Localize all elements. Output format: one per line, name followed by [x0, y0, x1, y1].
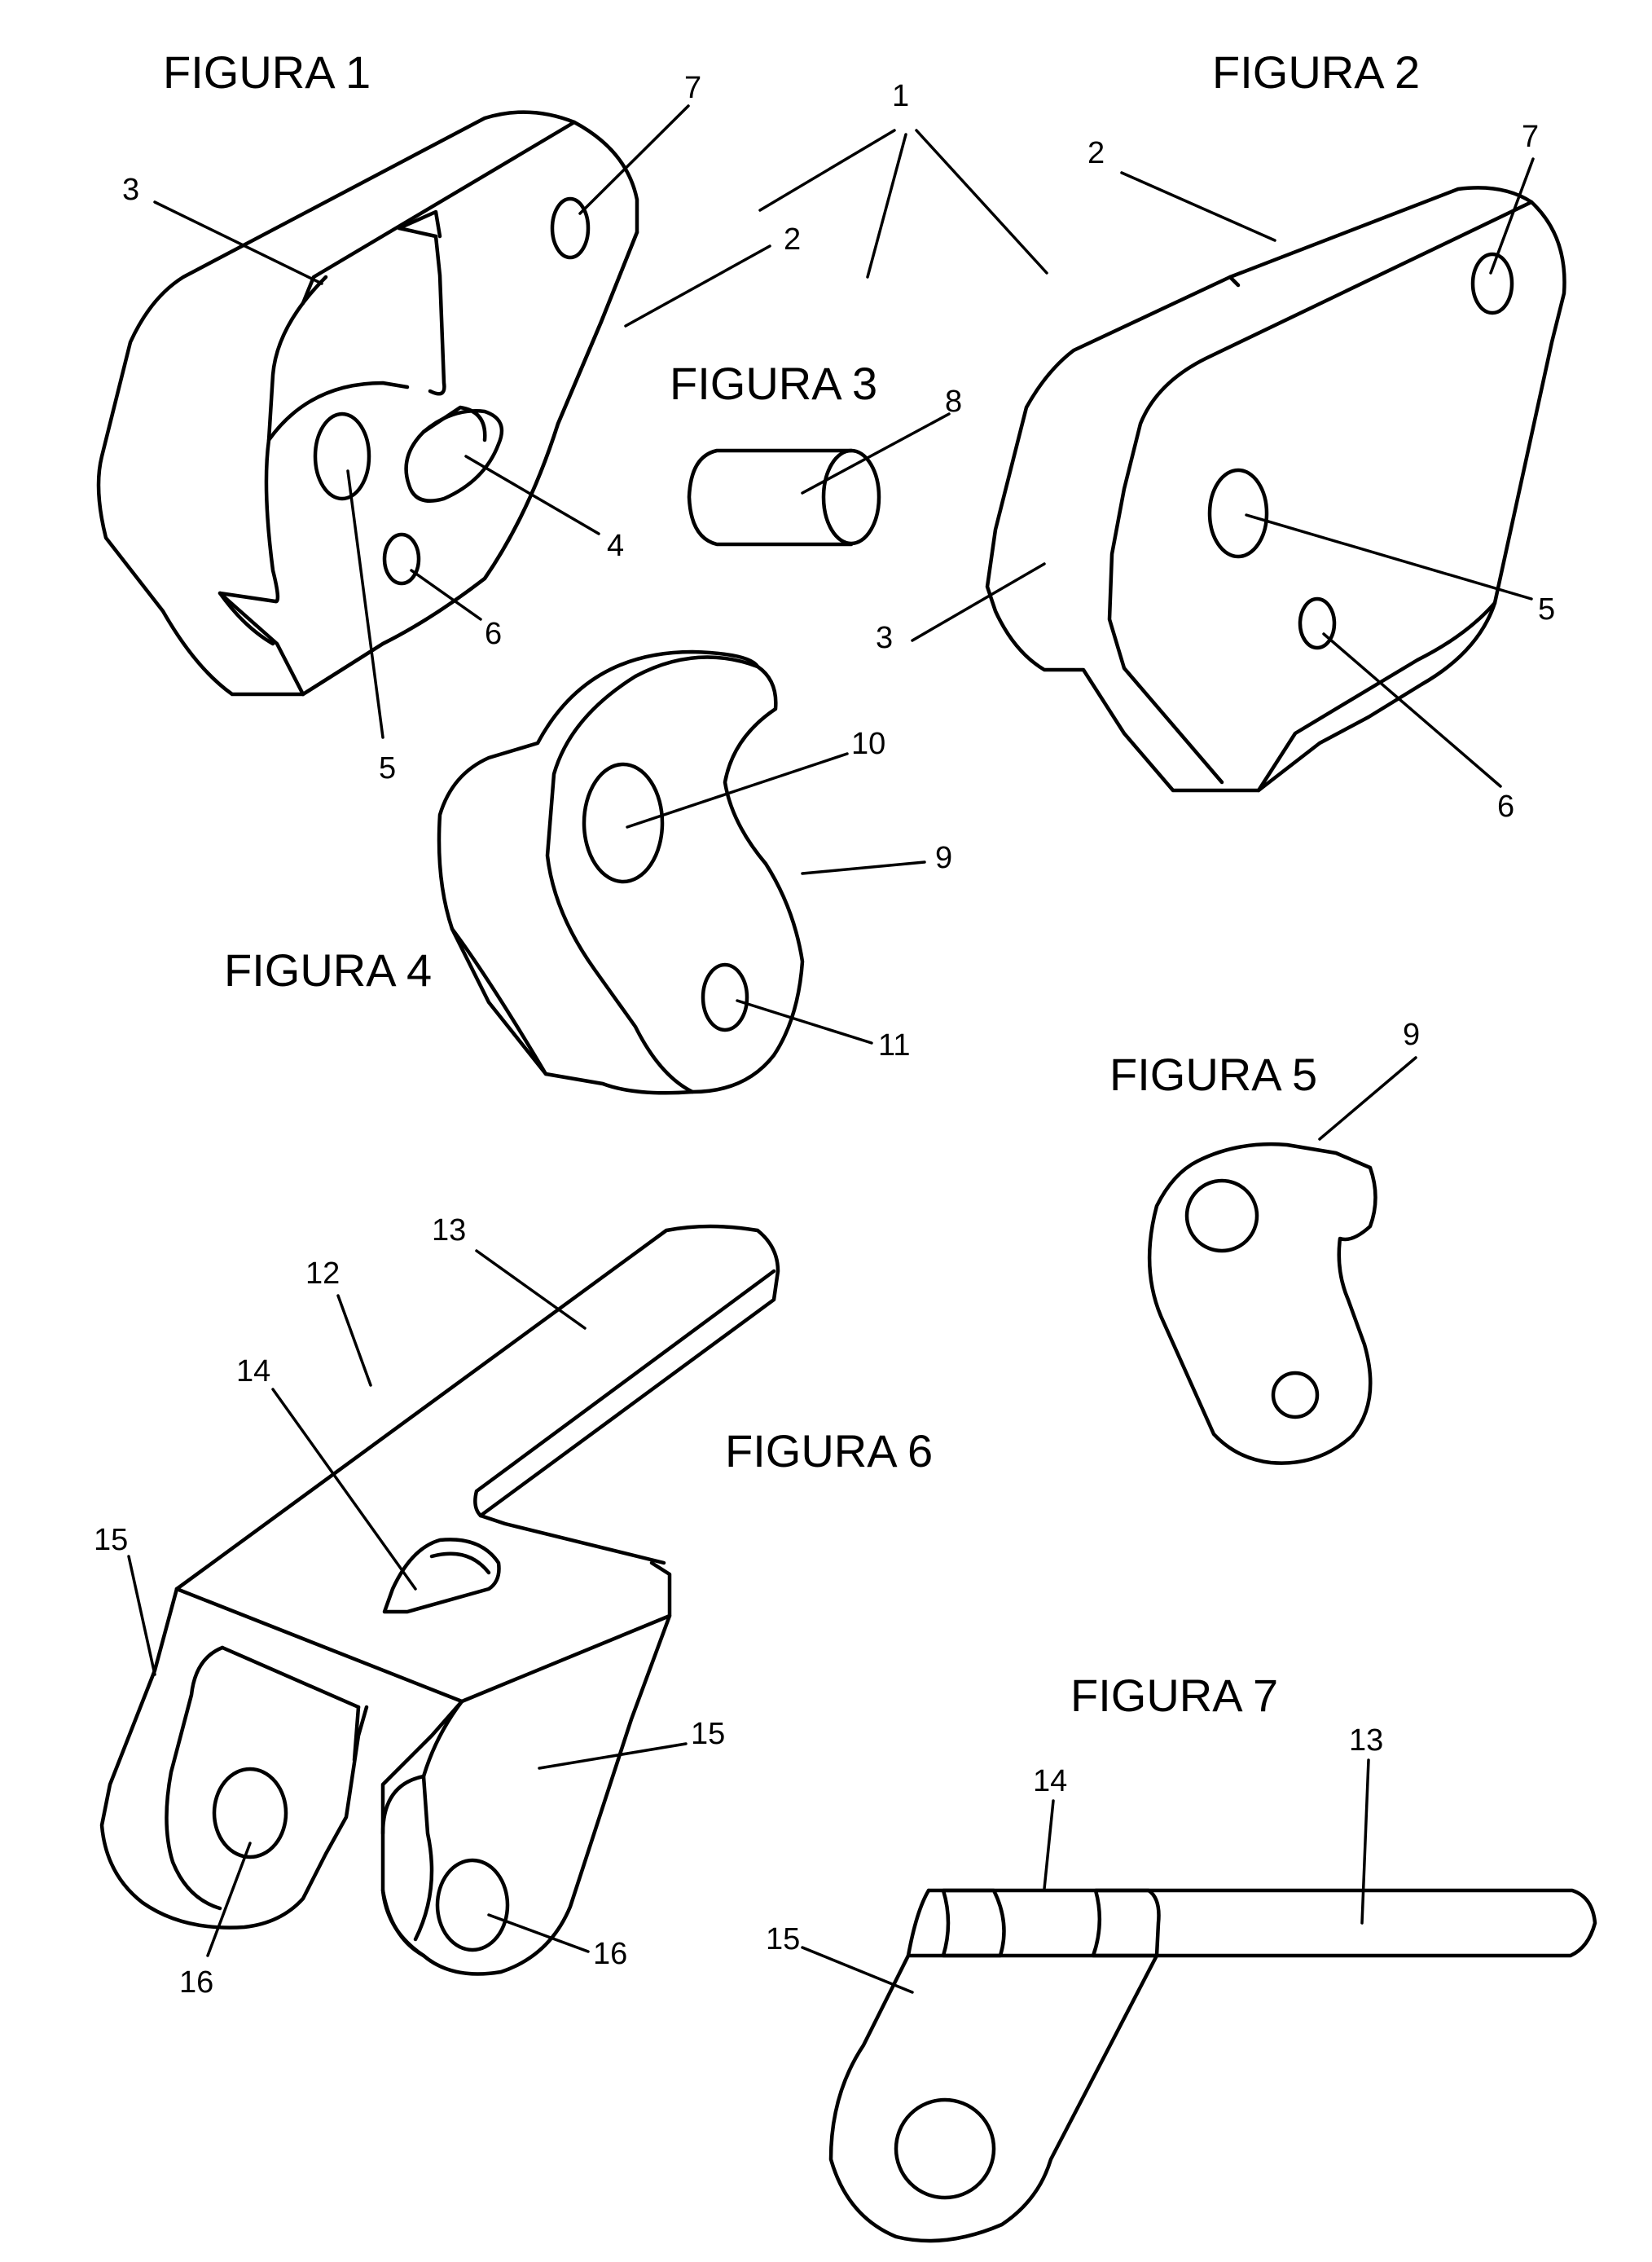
fig6-hole-16-left: [212, 1767, 288, 1859]
ref-5-fig2: 5: [1538, 592, 1555, 627]
ref-3-fig1: 3: [122, 173, 139, 207]
figure-3-drawing: [687, 448, 881, 547]
ref-14-fig6: 14: [236, 1354, 270, 1388]
ref-13-fig6: 13: [432, 1213, 466, 1248]
ref-16-left: 16: [179, 1965, 213, 2000]
ref-15-fig6-right: 15: [691, 1717, 725, 1751]
figure-6-title: FIGURA 6: [725, 1425, 933, 1476]
figure-3-title: FIGURA 3: [670, 358, 877, 409]
fig1-slot-4: [404, 409, 504, 503]
fig2-hole-5: [1207, 468, 1269, 559]
ref-15-fig6-left: 15: [94, 1523, 128, 1557]
reference-numerals: 1 2 2 3 3 4 5 5 6 6 7 7 8 9 9 10 11 12 1…: [94, 71, 1555, 2000]
ref-4: 4: [607, 529, 624, 563]
ref-11: 11: [878, 1028, 910, 1063]
figure-5-drawing: [1147, 1142, 1377, 1465]
ref-9-fig5: 9: [1403, 1018, 1420, 1052]
fig4-hole-10: [582, 762, 665, 884]
fig5-hole-large: [1184, 1178, 1259, 1253]
fig2-hole-6: [1298, 596, 1337, 650]
ref-8: 8: [945, 385, 962, 419]
figure-4-drawing: [437, 649, 805, 1095]
figure-1-drawing: [96, 110, 639, 697]
ref-10: 10: [851, 727, 885, 761]
fig7-hole: [894, 2097, 996, 2200]
fig5-hole-small: [1271, 1371, 1320, 1419]
fig3-pin-end: [821, 448, 881, 546]
figure-6-drawing: [99, 1224, 780, 1976]
figure-7-title: FIGURA 7: [1070, 1670, 1278, 1721]
figure-4-title: FIGURA 4: [224, 944, 432, 996]
ref-7-fig2: 7: [1522, 120, 1539, 154]
ref-2-fig2: 2: [1087, 136, 1105, 170]
figure-2-drawing: [985, 186, 1566, 793]
fig1-hole-7: [550, 196, 591, 260]
ref-6-fig1: 6: [485, 617, 502, 651]
ref-5-fig1: 5: [379, 751, 396, 786]
ref-12: 12: [305, 1256, 340, 1291]
figure-5-title: FIGURA 5: [1109, 1049, 1317, 1100]
ref-2-fig1: 2: [784, 222, 801, 257]
fig2-hole-7: [1470, 252, 1514, 315]
fig1-hole-6: [382, 532, 421, 586]
fig6-slot-14: [382, 1538, 501, 1614]
ref-16-right: 16: [593, 1937, 627, 1971]
fig7-hatch-left: [941, 1888, 1006, 1958]
ref-1: 1: [892, 79, 909, 113]
figure-2-title: FIGURA 2: [1212, 46, 1420, 98]
fig4-hole-11: [701, 962, 749, 1032]
fig7-hatch-right: [1091, 1888, 1161, 1958]
ref-3-fig2: 3: [876, 621, 893, 655]
ref-13-fig7: 13: [1349, 1723, 1383, 1758]
fig6-hole-16-right: [435, 1858, 510, 1952]
fig1-hole-5: [313, 411, 371, 501]
figure-7-drawing: [828, 1888, 1597, 2243]
ref-14-fig7: 14: [1033, 1764, 1067, 1798]
ref-6-fig2: 6: [1497, 790, 1514, 824]
ref-7-fig1: 7: [684, 71, 701, 105]
ref-15-fig7: 15: [766, 1922, 800, 1956]
ref-9-fig4: 9: [935, 841, 952, 875]
leader-lines: [127, 104, 1535, 1994]
figure-1-title: FIGURA 1: [163, 46, 371, 98]
